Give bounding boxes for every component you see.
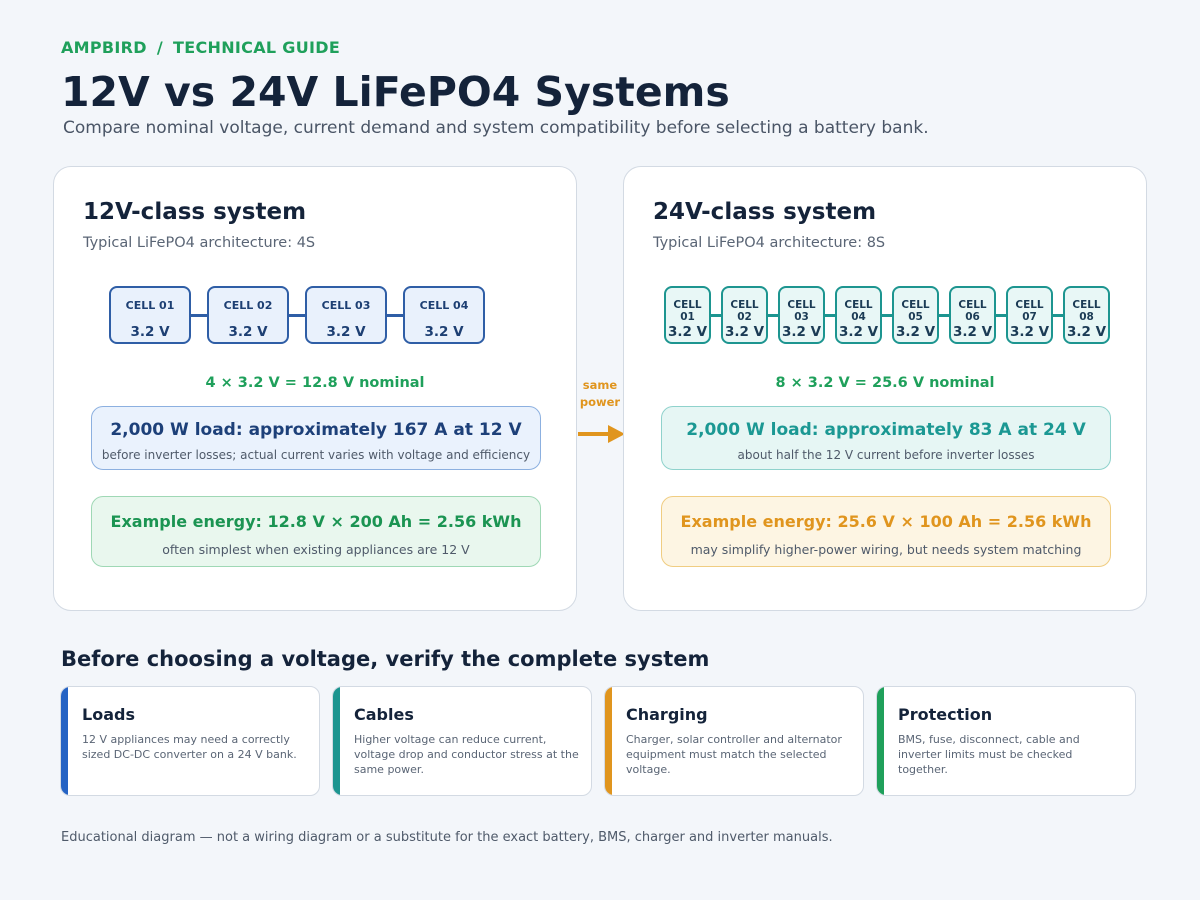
load-current-note: before inverter losses; actual current v…: [101, 448, 531, 462]
breadcrumb-separator: /: [156, 38, 164, 57]
nominal-voltage-formula: 4 × 3.2 V = 12.8 V nominal: [205, 375, 425, 391]
card-text: BMS, fuse, disconnect, cable and inverte…: [898, 733, 1080, 776]
cell-name: CELL 03: [321, 299, 371, 312]
card-title: Loads: [82, 705, 135, 724]
brand-name: AMPBIRD: [61, 38, 147, 57]
cell-name: CELL 06: [958, 299, 987, 323]
cell-voltage: 3.2 V: [1066, 324, 1107, 340]
series-connector: [995, 314, 1007, 317]
load-current-main: 2,000 W load: approximately 83 A at 24 V: [686, 420, 1086, 440]
series-connector: [938, 314, 950, 317]
breadcrumb: AMPBIRD / TECHNICAL GUIDE: [61, 38, 340, 57]
energy-example-note: may simplify higher-power wiring, but ne…: [690, 542, 1082, 557]
cell-name: CELL 08: [1072, 299, 1101, 323]
cell-voltage: 3.2 V: [838, 324, 879, 340]
checklist-card-cables: Cables Higher voltage can reduce current…: [332, 686, 592, 796]
battery-cell: CELL 05 3.2 V: [892, 286, 939, 344]
cell-name: CELL 04: [419, 299, 469, 312]
cell-name: CELL 01: [673, 299, 702, 323]
architecture-label: Typical LiFePO4 architecture: 4S: [83, 235, 316, 251]
battery-cell: CELL 07 3.2 V: [1006, 286, 1053, 344]
cell-name: CELL 03: [787, 299, 816, 323]
page-subtitle: Compare nominal voltage, current demand …: [63, 118, 929, 138]
cell-name: CELL 07: [1015, 299, 1044, 323]
battery-cell: CELL 04 3.2 V: [403, 286, 485, 344]
cell-string-8s: CELL 01 3.2 V CELL 02 3.2 V CELL 03 3.2 …: [624, 286, 1146, 346]
checklist-title: Before choosing a voltage, verify the co…: [61, 647, 710, 671]
card-title: Protection: [898, 705, 993, 724]
energy-example-main: Example energy: 12.8 V × 200 Ah = 2.56 k…: [110, 512, 522, 531]
cell-voltage: 3.2 V: [781, 324, 822, 340]
energy-example-box: Example energy: 12.8 V × 200 Ah = 2.56 k…: [91, 496, 541, 567]
checklist-card-charging: Charging Charger, solar controller and a…: [604, 686, 864, 796]
cell-voltage: 3.2 V: [228, 324, 268, 340]
battery-cell: CELL 08 3.2 V: [1063, 286, 1110, 344]
card-text: 12 V appliances may need a correctly siz…: [82, 733, 297, 761]
nominal-voltage-formula: 8 × 3.2 V = 25.6 V nominal: [775, 375, 995, 391]
same-power-label-line2: power: [579, 395, 621, 409]
card-text: Higher voltage can reduce current, volta…: [354, 733, 579, 776]
cell-voltage: 3.2 V: [1009, 324, 1050, 340]
battery-cell: CELL 01 3.2 V: [109, 286, 191, 344]
battery-cell: CELL 06 3.2 V: [949, 286, 996, 344]
panel-24v-system: 24V-class system Typical LiFePO4 archite…: [623, 166, 1147, 611]
cell-voltage: 3.2 V: [424, 324, 464, 340]
panel-title: 24V-class system: [653, 199, 877, 225]
panel-12v-system: 12V-class system Typical LiFePO4 archite…: [53, 166, 577, 611]
load-current-box: 2,000 W load: approximately 167 A at 12 …: [91, 406, 541, 470]
cell-name: CELL 05: [901, 299, 930, 323]
cell-voltage: 3.2 V: [667, 324, 708, 340]
cell-name: CELL 02: [223, 299, 273, 312]
battery-cell: CELL 03 3.2 V: [305, 286, 387, 344]
series-connector: [289, 314, 307, 317]
series-connector: [710, 314, 722, 317]
page-title: 12V vs 24V LiFePO4 Systems: [61, 68, 730, 116]
battery-cell: CELL 01 3.2 V: [664, 286, 711, 344]
footer-disclaimer: Educational diagram — not a wiring diagr…: [61, 830, 833, 845]
cell-voltage: 3.2 V: [130, 324, 170, 340]
battery-cell: CELL 02 3.2 V: [207, 286, 289, 344]
breadcrumb-section: TECHNICAL GUIDE: [173, 38, 341, 57]
energy-example-note: often simplest when existing appliances …: [162, 542, 470, 557]
card-accent-bar: [877, 687, 884, 795]
load-current-note: about half the 12 V current before inver…: [737, 448, 1035, 462]
cell-name: CELL 02: [730, 299, 759, 323]
cell-voltage: 3.2 V: [895, 324, 936, 340]
same-power-label-line1: same: [582, 378, 618, 392]
series-connector: [824, 314, 836, 317]
card-accent-bar: [605, 687, 612, 795]
series-connector: [767, 314, 779, 317]
series-connector: [1052, 314, 1064, 317]
checklist-card-protection: Protection BMS, fuse, disconnect, cable …: [876, 686, 1136, 796]
card-title: Cables: [354, 705, 414, 724]
cell-string-4s: CELL 01 3.2 V CELL 02 3.2 V CELL 03 3.2 …: [54, 286, 576, 346]
series-connector: [191, 314, 209, 317]
panel-title: 12V-class system: [83, 199, 307, 225]
cell-voltage: 3.2 V: [724, 324, 765, 340]
battery-cell: CELL 03 3.2 V: [778, 286, 825, 344]
checklist-card-loads: Loads 12 V appliances may need a correct…: [60, 686, 320, 796]
cell-name: CELL 04: [844, 299, 873, 323]
card-accent-bar: [333, 687, 340, 795]
same-power-label: same power: [578, 377, 622, 411]
energy-example-box: Example energy: 25.6 V × 100 Ah = 2.56 k…: [661, 496, 1111, 567]
series-connector: [881, 314, 893, 317]
load-current-main: 2,000 W load: approximately 167 A at 12 …: [110, 420, 522, 440]
load-current-box: 2,000 W load: approximately 83 A at 24 V…: [661, 406, 1111, 470]
same-power-arrow-icon: [578, 425, 625, 443]
energy-example-main: Example energy: 25.6 V × 100 Ah = 2.56 k…: [680, 512, 1092, 531]
cell-name: CELL 01: [125, 299, 175, 312]
card-title: Charging: [626, 705, 708, 724]
cell-voltage: 3.2 V: [952, 324, 993, 340]
battery-cell: CELL 04 3.2 V: [835, 286, 882, 344]
battery-cell: CELL 02 3.2 V: [721, 286, 768, 344]
card-text: Charger, solar controller and alternator…: [626, 733, 842, 776]
architecture-label: Typical LiFePO4 architecture: 8S: [653, 235, 886, 251]
card-accent-bar: [61, 687, 68, 795]
cell-voltage: 3.2 V: [326, 324, 366, 340]
series-connector: [387, 314, 405, 317]
